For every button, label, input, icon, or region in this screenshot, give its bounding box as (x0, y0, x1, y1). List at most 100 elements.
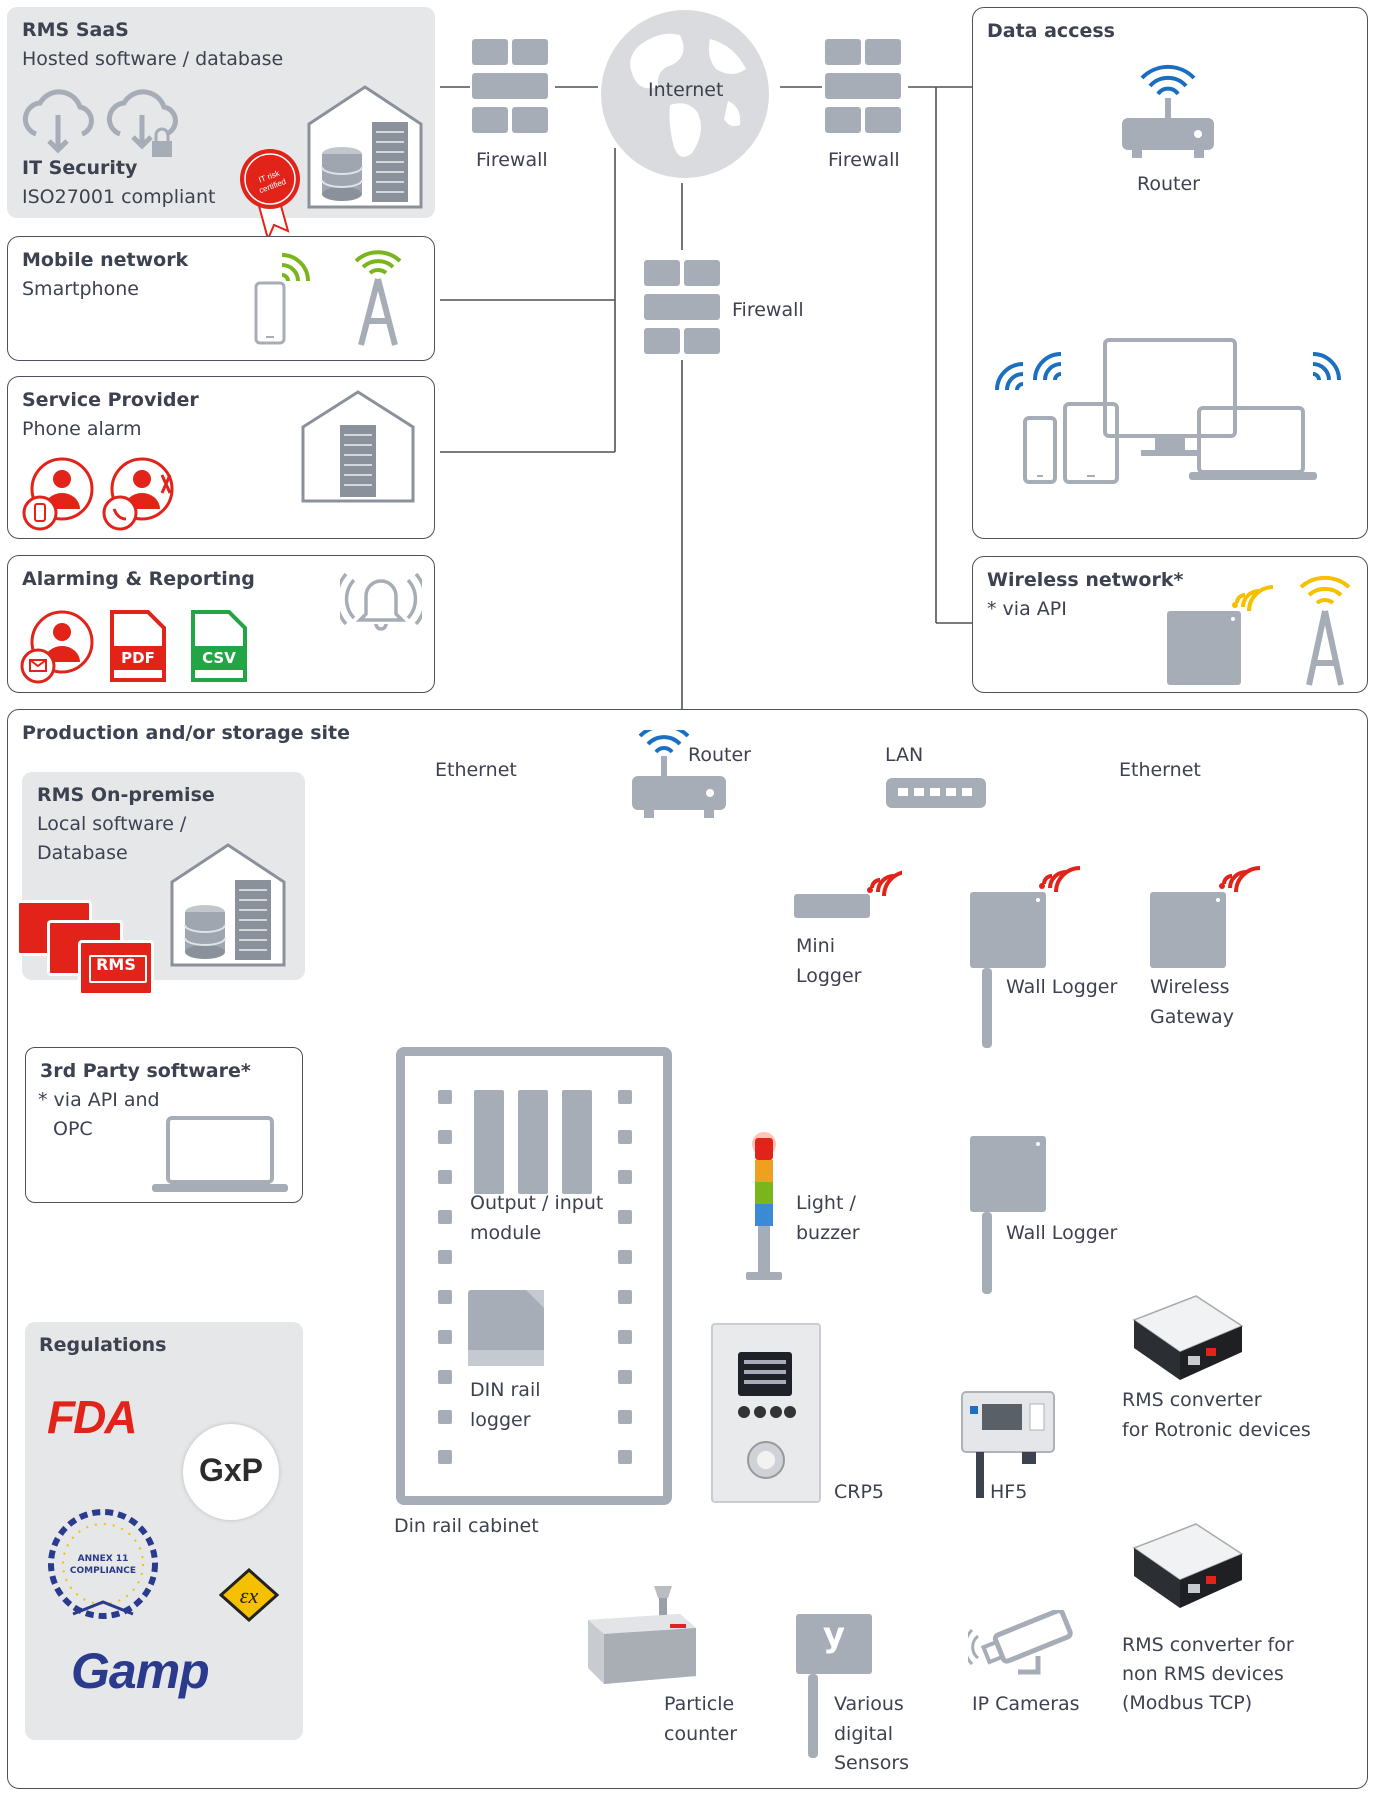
cloud-icons (22, 89, 178, 157)
mobile-network-panel: Mobile network Smartphone (7, 236, 435, 361)
sensors-line1: Various (834, 1693, 904, 1715)
alarming-reporting-title: Alarming & Reporting (22, 568, 255, 590)
site-router-icon (632, 730, 726, 818)
local-server-house-icon (170, 843, 286, 967)
csv-label: CSV (202, 649, 236, 667)
regulations-title: Regulations (39, 1334, 167, 1356)
mini-logger-line1: Mini (796, 935, 835, 957)
smartphone-icon (254, 253, 310, 345)
digital-sensor-icon (796, 1614, 872, 1758)
gxp-logo-text: GxP (198, 1452, 264, 1488)
din-rail-logger-line2: logger (470, 1409, 531, 1431)
rms-screen-icon-3: RMS (78, 940, 154, 996)
converter-other-line2: non RMS devices (1122, 1663, 1284, 1685)
ex-atex-icon: εx (219, 1568, 279, 1622)
bell-alarm-icon (340, 572, 422, 631)
data-access-panel: Data access Router (972, 7, 1368, 539)
it-security-text: ISO27001 compliant (22, 186, 216, 208)
wireless-gateway-line1: Wireless (1150, 976, 1230, 998)
service-provider-panel: Service Provider Phone alarm (7, 376, 435, 539)
ethernet-label-left: Ethernet (435, 759, 517, 781)
wall-logger-icon-2 (970, 1136, 1046, 1294)
it-risk-certified-badge: IT risk certified (240, 149, 300, 241)
gxp-logo: GxP (183, 1424, 279, 1520)
email-alert-person-icon (20, 610, 94, 684)
din-rail-logger-line1: DIN rail (470, 1379, 541, 1401)
wireless-network-subtitle: * via API (987, 598, 1067, 620)
rms-on-premise-panel: RMS On-premise Local software / Database (22, 772, 305, 980)
devices-icon (995, 338, 1341, 484)
ip-camera-icon (968, 1610, 1073, 1675)
service-provider-subtitle: Phone alarm (22, 418, 142, 440)
firewall-icon-2 (825, 39, 901, 133)
hf5-transmitter-icon (961, 1391, 1055, 1498)
light-tower-icon (746, 1132, 782, 1280)
particle-counter-line2: counter (664, 1723, 738, 1745)
converter-rotronic-line1: RMS converter (1122, 1389, 1262, 1411)
wireless-gateway-line2: Gateway (1150, 1006, 1234, 1028)
svg-text:εx: εx (240, 1583, 259, 1608)
firewall-label-3: Firewall (732, 299, 804, 321)
ethernet-label-right: Ethernet (1119, 759, 1201, 781)
rms-screen-label: RMS (96, 955, 136, 974)
rms-converter-rotronic-icon (1132, 1295, 1244, 1380)
rms-converter-non-rms-icon (1132, 1523, 1244, 1608)
service-server-house-icon (301, 390, 415, 503)
annex-11-compliance-badge (48, 1509, 158, 1619)
sensors-line3: Sensors (834, 1752, 910, 1774)
regulations-panel: Regulations FDA GxP ANNEX 11 COMPLIANCE … (25, 1322, 303, 1740)
firewall-label-2: Firewall (828, 149, 900, 171)
mobile-network-title: Mobile network (22, 249, 189, 271)
crp5-label: CRP5 (834, 1481, 885, 1503)
rms-saas-subtitle: Hosted software / database (22, 48, 284, 70)
particle-counter-line1: Particle (664, 1693, 735, 1715)
hosted-server-house-icon (307, 85, 423, 209)
mini-logger-icon (794, 870, 902, 918)
wall-logger-label-1: Wall Logger (1006, 976, 1118, 998)
wireless-gateway-tower-icon (1167, 575, 1351, 686)
crp5-panel-icon (711, 1323, 821, 1503)
data-access-title: Data access (987, 20, 1115, 42)
pdf-file-icon (110, 610, 166, 682)
site-router-label: Router (688, 744, 751, 766)
wireless-network-title: Wireless network* (987, 569, 1184, 591)
gamp-logo: Gamp (71, 1643, 210, 1699)
ip-cameras-label: IP Cameras (972, 1693, 1080, 1715)
data-access-router-label: Router (1137, 173, 1200, 195)
hf5-label: HF5 (990, 1481, 1028, 1503)
production-site-title: Production and/or storage site (22, 722, 350, 744)
wall-logger-label-2: Wall Logger (1006, 1222, 1118, 1244)
din-rail-cabinet-internals (438, 1090, 632, 1464)
alarming-reporting-panel: Alarming & Reporting PDF CSV (7, 555, 435, 693)
light-buzzer-line2: buzzer (796, 1222, 860, 1244)
particle-counter-icon (588, 1586, 696, 1684)
annex-11-text: ANNEX 11 COMPLIANCE (69, 1554, 137, 1576)
output-input-module-line2: module (470, 1222, 542, 1244)
cell-tower-icon (354, 250, 402, 346)
laptop-icon (152, 1116, 288, 1192)
sensors-line2: digital (834, 1723, 894, 1745)
fda-logo: FDA (47, 1391, 138, 1443)
mini-logger-line2: Logger (796, 965, 862, 987)
digital-sensor-glyph: y (822, 1615, 846, 1655)
wireless-network-panel: Wireless network* * via API (972, 556, 1368, 693)
converter-rotronic-line2: for Rotronic devices (1122, 1419, 1311, 1441)
service-provider-title: Service Provider (22, 389, 199, 411)
third-party-line1: * via API and (38, 1089, 160, 1111)
firewall-icon-3 (644, 260, 720, 354)
phone-alarm-person-icons (22, 457, 174, 531)
light-buzzer-line1: Light / (796, 1192, 856, 1214)
third-party-title: 3rd Party software* (40, 1060, 251, 1082)
rms-saas-title: RMS SaaS (22, 19, 129, 41)
internet-label: Internet (648, 79, 724, 101)
it-security-title: IT Security (22, 157, 138, 179)
on-premise-line2: Database (37, 842, 128, 864)
pdf-label: PDF (121, 649, 155, 667)
third-party-line2: OPC (53, 1118, 93, 1140)
wall-logger-icon-1 (970, 866, 1081, 1048)
converter-other-line1: RMS converter for (1122, 1634, 1294, 1656)
din-rail-cabinet-label: Din rail cabinet (394, 1515, 539, 1537)
lan-switch-icon (886, 778, 986, 808)
firewall-label-1: Firewall (476, 149, 548, 171)
mobile-network-subtitle: Smartphone (22, 278, 139, 300)
